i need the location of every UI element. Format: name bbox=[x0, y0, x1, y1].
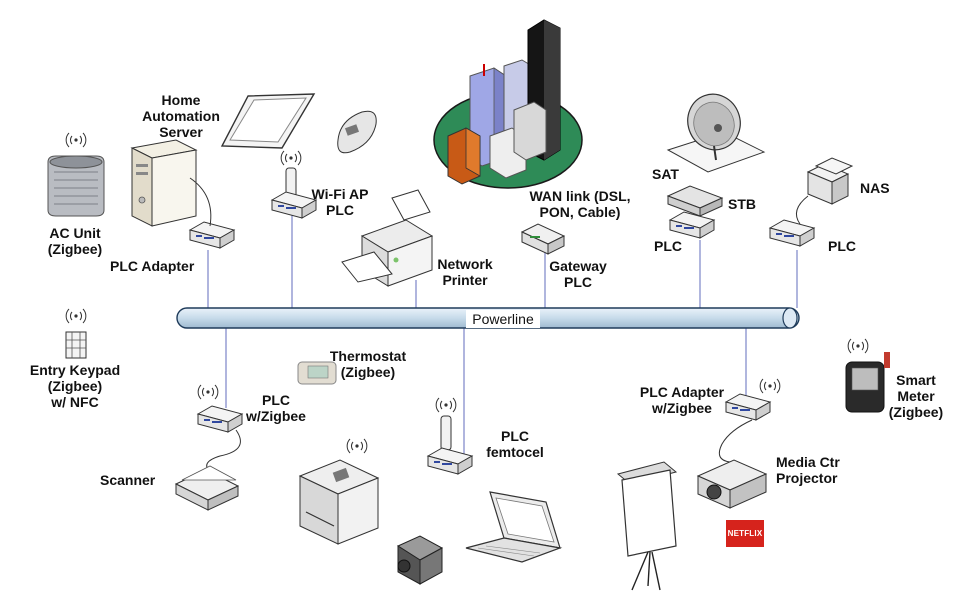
plc-adapter-zigbee-label: PLC Adapter w/Zigbee bbox=[632, 384, 732, 416]
label-line: w/ NFC bbox=[51, 394, 99, 410]
drop-lines bbox=[207, 215, 798, 455]
plc-adapter-top-label: PLC Adapter bbox=[110, 258, 194, 274]
network-printer-icon bbox=[341, 189, 434, 287]
scanner-icon bbox=[174, 465, 240, 511]
projection-screen-icon bbox=[616, 461, 678, 591]
server-tower-icon bbox=[130, 139, 198, 227]
powerline-label: Powerline bbox=[466, 310, 540, 328]
label-line: Smart bbox=[896, 372, 936, 388]
city-wan-icon bbox=[433, 19, 583, 189]
label-line: AC Unit bbox=[49, 225, 101, 241]
label-line: (Zigbee) bbox=[888, 404, 944, 420]
label-line: w/Zigbee bbox=[246, 408, 306, 424]
wifi-ap-icon bbox=[271, 150, 317, 219]
label-line: Wi-Fi AP bbox=[311, 186, 369, 202]
label-line: WAN link (DSL, bbox=[529, 188, 631, 204]
label-line: Network bbox=[437, 256, 493, 272]
nas-icon bbox=[806, 157, 854, 205]
label-line: PLC bbox=[828, 238, 856, 254]
label-line: Server bbox=[159, 124, 203, 140]
label-line: Projector bbox=[776, 470, 838, 486]
thermostat-label: Thermostat (Zigbee) bbox=[326, 348, 410, 380]
label-line: PLC bbox=[564, 274, 592, 290]
gateway-icon bbox=[520, 223, 566, 255]
label-line: Gateway bbox=[549, 258, 607, 274]
stb-icon bbox=[666, 185, 724, 217]
label-line: (Zigbee) bbox=[47, 241, 103, 257]
network-printer-label: Network Printer bbox=[430, 256, 500, 288]
label-line: Thermostat bbox=[329, 348, 407, 364]
entry-keypad-label: Entry Keypad (Zigbee) w/ NFC bbox=[18, 362, 132, 410]
label-line: Printer bbox=[442, 272, 488, 288]
plc-adapter-server-icon bbox=[189, 177, 235, 249]
netflix-logo: NETFLIX bbox=[726, 520, 764, 547]
plc-stb-label: PLC bbox=[654, 238, 682, 254]
entry-keypad-icon bbox=[65, 308, 87, 359]
plc-adapter-zigbee-icon bbox=[718, 378, 781, 463]
laptop-icon bbox=[465, 491, 563, 563]
label-line: PLC bbox=[501, 428, 529, 444]
label-line: Home bbox=[161, 92, 201, 108]
smart-meter-label: Smart Meter (Zigbee) bbox=[884, 372, 948, 420]
label-line: PLC bbox=[654, 238, 682, 254]
label-line: Meter bbox=[897, 388, 935, 404]
plc-nas-icon bbox=[769, 195, 815, 247]
wifi-ap-label: Wi-Fi AP PLC bbox=[306, 186, 374, 218]
phone-icon bbox=[337, 110, 377, 154]
label-line: PLC bbox=[326, 202, 354, 218]
scanner-label: Scanner bbox=[100, 472, 155, 488]
satellite-dish-icon bbox=[666, 93, 766, 173]
label-line: SAT bbox=[652, 166, 679, 182]
plc-zigbee-label: PLC w/Zigbee bbox=[240, 392, 312, 424]
plc-stb-icon bbox=[669, 211, 715, 239]
label-line: Media Ctr bbox=[776, 454, 840, 470]
projector-icon bbox=[696, 459, 768, 509]
label-line: Scanner bbox=[100, 472, 156, 488]
fax-printer-icon bbox=[298, 438, 380, 545]
label-line: NAS bbox=[860, 180, 890, 196]
wan-link-label: WAN link (DSL, PON, Cable) bbox=[516, 188, 644, 220]
thermostat-icon bbox=[297, 361, 337, 385]
label-line: (Zigbee) bbox=[47, 378, 103, 394]
ac-unit-icon bbox=[47, 132, 105, 217]
label-line: femtocel bbox=[486, 444, 544, 460]
nas-label: NAS bbox=[860, 180, 890, 196]
plc-zigbee-icon bbox=[197, 384, 243, 473]
label-line: Automation bbox=[142, 108, 220, 124]
ac-unit-label: AC Unit (Zigbee) bbox=[30, 225, 120, 257]
smart-meter-icon bbox=[845, 338, 890, 413]
label-line: PON, Cable) bbox=[539, 204, 621, 220]
media-ctr-label: Media Ctr Projector bbox=[776, 454, 840, 486]
sat-label: SAT bbox=[652, 166, 679, 182]
gateway-label: Gateway PLC bbox=[540, 258, 616, 290]
label-line: (Zigbee) bbox=[340, 364, 396, 380]
label-line: PLC Adapter bbox=[110, 258, 195, 274]
label-line: PLC Adapter bbox=[639, 384, 725, 400]
label-line: PLC bbox=[262, 392, 290, 408]
label-line: STB bbox=[728, 196, 756, 212]
plc-femtocel-label: PLC femtocel bbox=[480, 428, 550, 460]
plc-nas-label: PLC bbox=[828, 238, 856, 254]
stb-label: STB bbox=[728, 196, 756, 212]
label-line: Entry Keypad bbox=[29, 362, 121, 378]
label-line: w/Zigbee bbox=[652, 400, 712, 416]
video-camera-icon bbox=[396, 535, 444, 585]
home-automation-server-label: Home Automation Server bbox=[136, 92, 226, 140]
plc-femtocel-icon bbox=[427, 397, 473, 475]
tablet-icon bbox=[220, 93, 316, 149]
